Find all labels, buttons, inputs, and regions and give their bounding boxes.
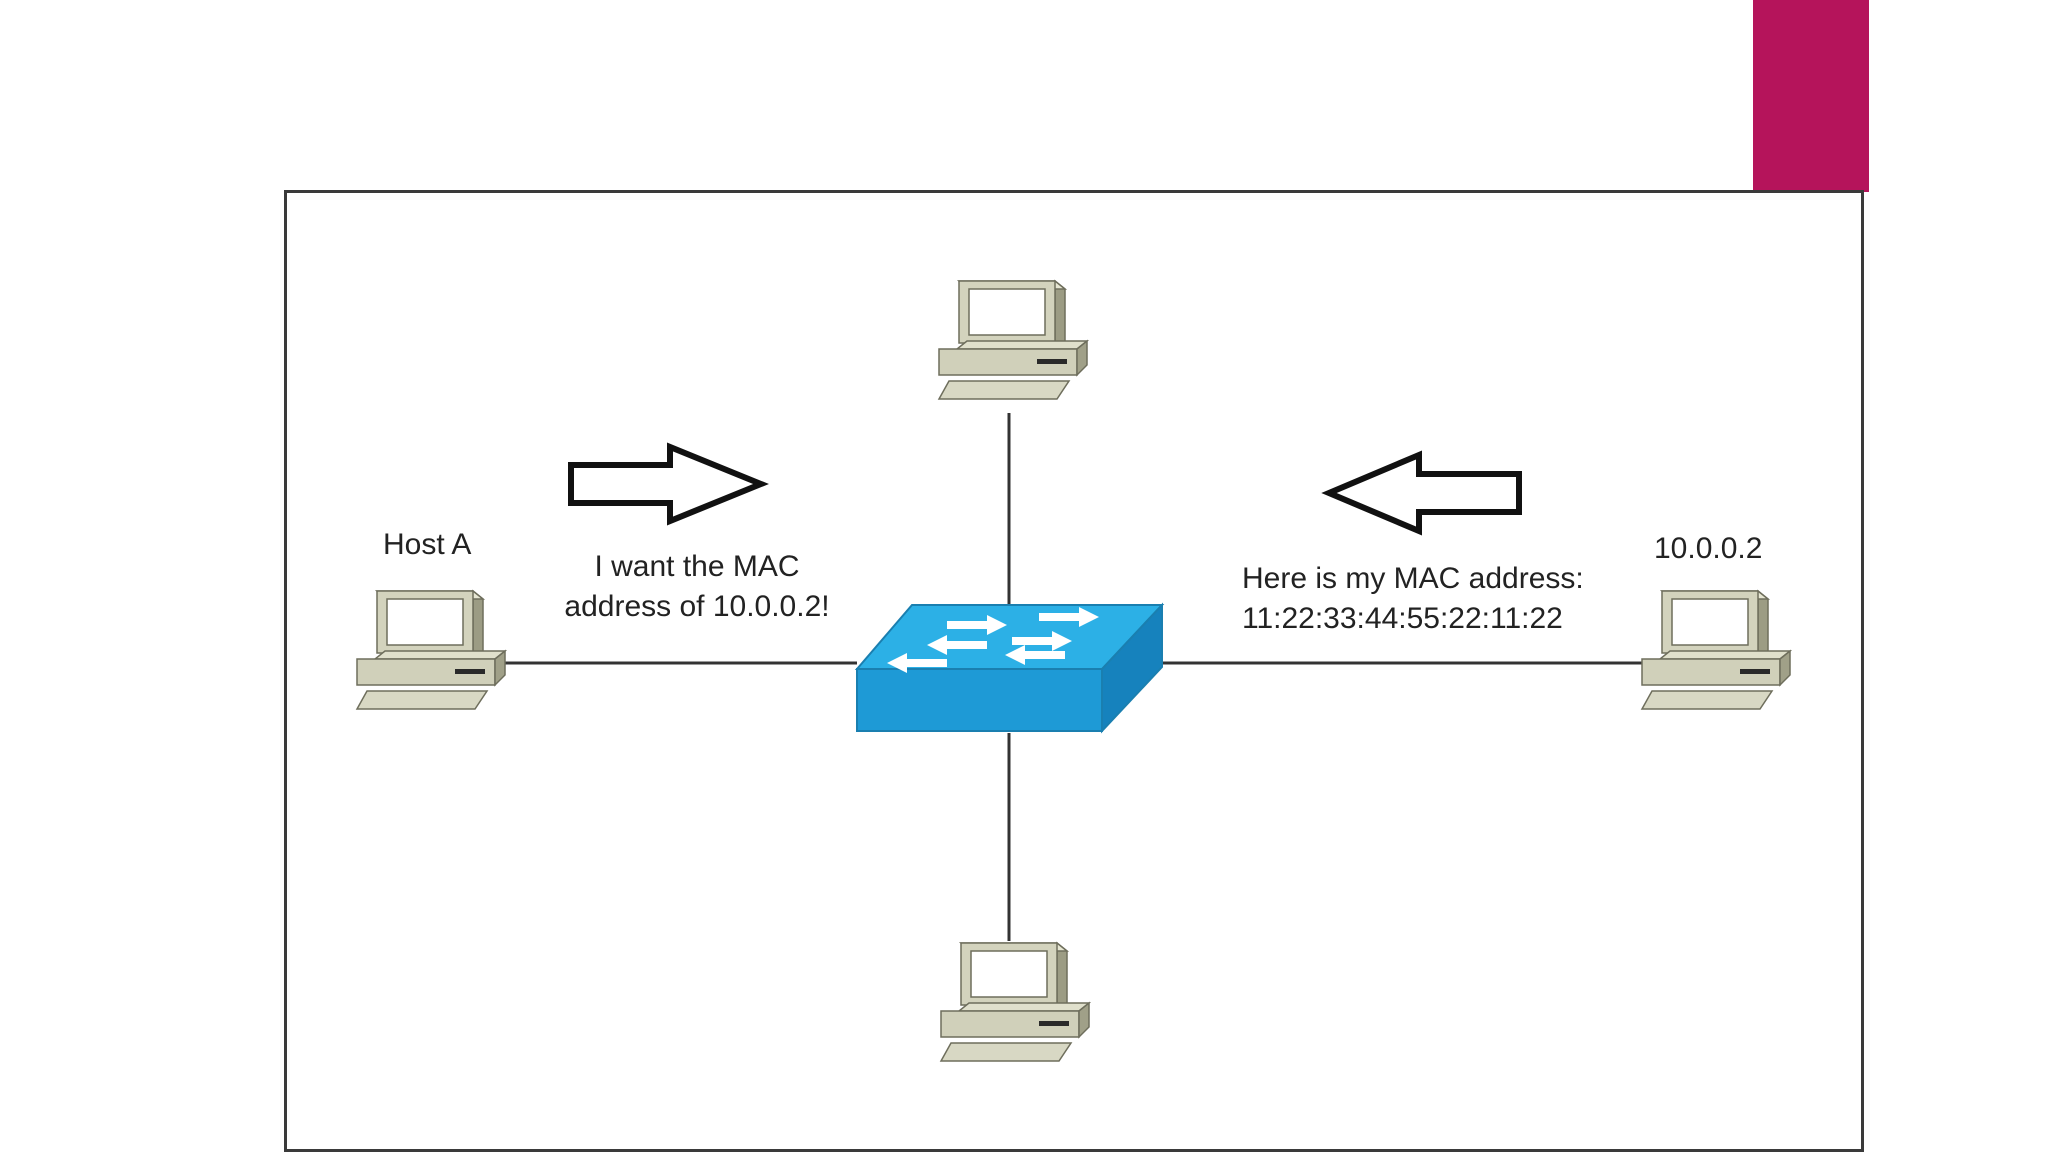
right-outline-arrow-icon: [571, 447, 761, 521]
host-b-ip-label: 10.0.0.2: [1654, 529, 1762, 569]
request-line-2: address of 10.0.0.2!: [507, 587, 887, 627]
desktop-computer-icon: [357, 591, 505, 709]
desktop-computer-icon: [939, 281, 1087, 399]
reply-line-1: Here is my MAC address:: [1242, 559, 1584, 599]
left-outline-arrow-icon: [1329, 455, 1519, 531]
reply-message: Here is my MAC address: 11:22:33:44:55:2…: [1242, 559, 1584, 639]
reply-line-2: 11:22:33:44:55:22:11:22: [1242, 599, 1584, 639]
desktop-computer-icon: [1642, 591, 1790, 709]
network-switch-icon: [857, 605, 1162, 731]
request-line-1: I want the MAC: [507, 547, 887, 587]
request-message: I want the MAC address of 10.0.0.2!: [507, 547, 887, 627]
desktop-computer-icon: [941, 943, 1089, 1061]
accent-bar: [1753, 0, 1869, 192]
network-diagram: Host A 10.0.0.2 I want the MAC address o…: [284, 190, 1864, 1152]
host-a-label: Host A: [383, 525, 471, 565]
diagram-canvas: [287, 193, 1864, 1152]
